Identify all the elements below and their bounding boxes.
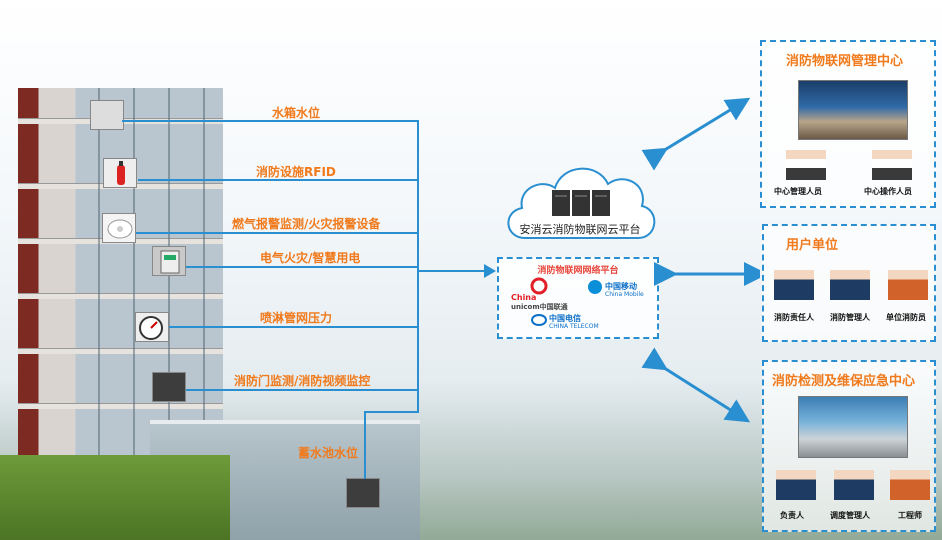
label-fire-door-video: 消防门监测/消防视频监控 [234,374,371,388]
floor-divider [18,403,223,409]
china-telecom-logo [531,314,547,326]
panel-title: 消防检测及维保应急中心 [772,374,916,389]
label-sprinkler-pressure: 喷淋管网压力 [260,311,333,325]
connector-line [186,266,418,268]
window-mullion [203,88,205,478]
arrow-right-icon [484,264,496,278]
person-avatar [834,470,874,500]
connector-line [169,326,418,328]
china-mobile-logo [588,280,602,294]
mobile-text-cn: 中国移动 [605,282,637,291]
person-avatar [890,470,930,500]
smoke-detector-icon [102,213,136,243]
panel-title: 用户单位 [786,238,839,253]
telecom-text-cn: 中国电信 [549,314,581,323]
connector-line [364,411,366,479]
control-room-photo [798,80,908,140]
pressure-gauge-icon [135,312,169,342]
building-facade [18,88,223,478]
cloud-platform-label: 安消云消防物联网云平台 [519,223,641,236]
label-reservoir-level: 蓄水池水位 [298,446,359,460]
connector-arrow [418,270,488,272]
person-label: 中心操作人员 [864,187,912,196]
unicom-text: China [511,293,537,302]
label-water-tank-level: 水箱水位 [272,106,321,120]
floor-divider [18,293,223,299]
person-avatar [774,270,814,300]
connector-line [364,411,419,413]
label-electrical-fire: 电气火灾/智慧用电 [260,251,361,265]
person-label: 工程师 [898,511,922,520]
window-mullion [98,88,100,478]
person-label: 消防责任人 [774,313,814,322]
emergency-center-photo [798,396,908,458]
panel-maintenance-center: 消防检测及维保应急中心 负责人 调度管理人 工程师 [762,360,936,532]
label-fire-facility-rfid: 消防设施RFID [256,165,336,179]
panel-management-center: 消防物联网管理中心 中心管理人员 中心操作人员 [760,40,936,208]
person-avatar [776,470,816,500]
connection-arrows [641,97,760,423]
operator-avatar [786,150,826,180]
person-label: 消防管理人 [830,313,870,322]
water-tank-icon [90,100,124,130]
person-label: 单位消防员 [886,313,926,322]
telecom-text-en: CHINA TELECOM [549,323,599,330]
person-avatar [830,270,870,300]
fire-extinguisher-icon [103,158,137,188]
connector-line [186,389,418,391]
panel-user-unit: 用户单位 消防责任人 消防管理人 单位消防员 [762,224,936,342]
person-label: 负责人 [780,511,804,520]
connector-trunk [417,120,419,412]
window-mullion [168,88,170,478]
floor-divider [18,348,223,354]
operator-avatar [872,150,912,180]
connector-line [122,120,418,122]
china-unicom-logo [530,277,548,295]
unicom-text-cn: unicom中国联通 [511,303,568,311]
panel-title: 消防物联网管理中心 [786,54,904,69]
network-platform-box: 消防物联网网络平台 China unicom中国联通 中国移动 China Mo… [497,257,659,339]
connector-line [136,232,418,234]
cloud-icon [507,167,656,239]
window-mullion [133,88,135,478]
green-roof [0,455,230,540]
video-camera-icon [152,372,186,402]
reservoir-icon [346,478,380,508]
building-illustration [18,88,223,478]
label-gas-fire-alarm: 燃气报警监测/火灾报警设备 [232,217,381,231]
person-label: 中心管理人员 [774,187,822,196]
mobile-text-en: China Mobile [605,291,644,298]
network-platform-title: 消防物联网网络平台 [537,266,619,276]
person-avatar [888,270,928,300]
connector-line [138,179,418,181]
person-label: 调度管理人 [830,511,870,520]
electrical-meter-icon [152,246,186,276]
